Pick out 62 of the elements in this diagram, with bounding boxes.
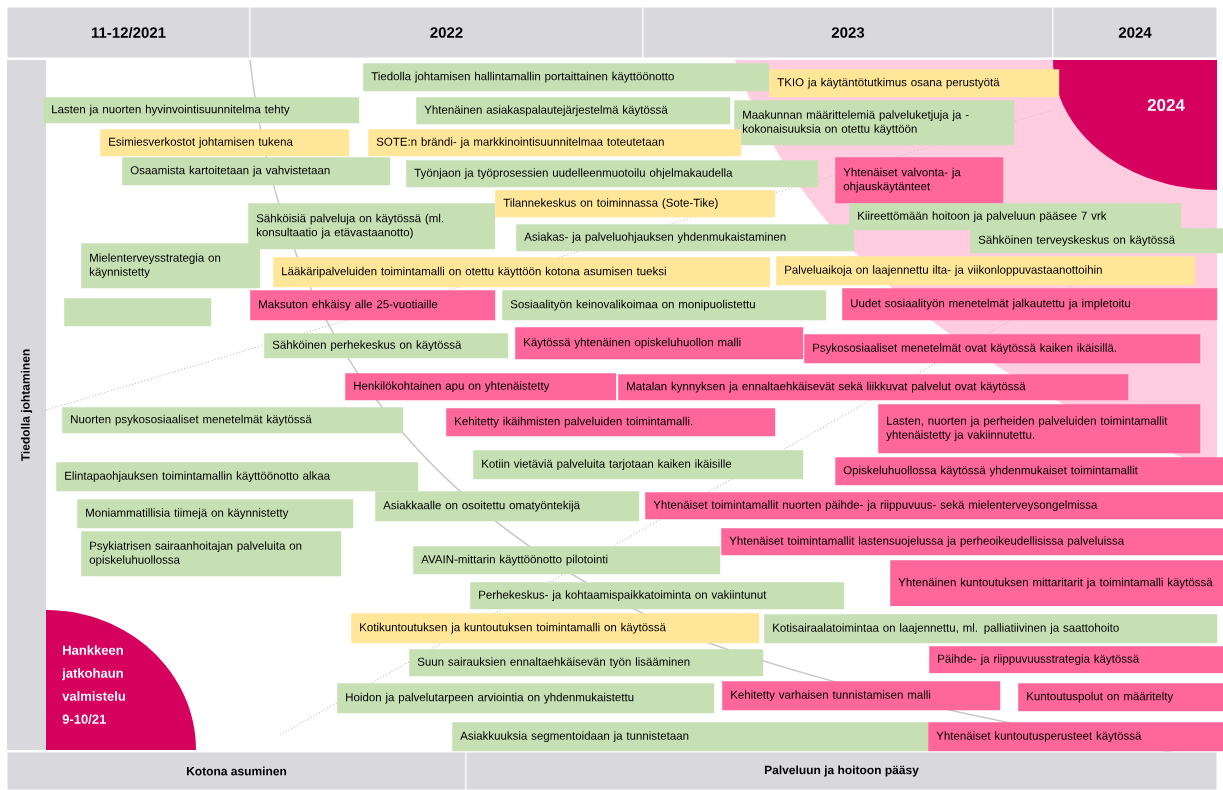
milestone-box: Suun sairauksien ennaltaehkäisevän työn lisääminen xyxy=(409,649,764,677)
milestone-box: Työnjaon ja työprosessien uudelleenmuotoilu ohjelmakaudella xyxy=(406,160,819,188)
milestone-box: Lasten ja nuorten hyvinvointisuunnitelma tehty xyxy=(43,97,360,124)
milestone-box: Matalan kynnyksen ja ennaltaehkäisevät sekä liikkuvat palvelut ovat käytössä xyxy=(618,374,1129,401)
row-header: Palveluun ja hoitoon pääsy xyxy=(465,751,1218,790)
node-label: Henkilökohtainen apu on yhtenäistetty xyxy=(354,381,550,393)
milestone-box: Lääkäripalveluiden toimintamalli on otettu käyttöön kotona asumisen tueksi xyxy=(273,257,771,288)
milestone-box: TKIO ja käytäntötutkimus osana perustyötä xyxy=(769,69,1060,98)
milestone-box: Perhekeskus- ja kohtaamispaikkatoiminta on vakiintunut xyxy=(470,582,845,610)
milestone-box: Päihde- ja riippuvuusstrategia käytössä xyxy=(929,646,1223,674)
milestone-box: Sosiaalityön keinovalikoimaa on monipuolistettu xyxy=(502,290,827,321)
milestone-box: Käytössä yhtenäinen opiskeluhuollon malli xyxy=(515,327,804,360)
milestone-box: Kehitetty varhaisen tunnistamisen malli xyxy=(722,681,1001,711)
milestone-box: Elintapaohjauksen toimintamallin käyttöönotto alkaa xyxy=(56,462,419,492)
node-label: Psykososiaaliset menetelmät ovat käytössä kaiken ikäisillä. xyxy=(813,343,1116,355)
milestone-box: Yhtenäiset toimintamallit lastensuojelussa ja perheoikeudellisissa palveluissa xyxy=(721,528,1223,556)
milestone-box: Yhtenäinen kuntoutuksen mittaritarit ja toimintamalli käytössä xyxy=(890,560,1223,607)
column-header: 2022 xyxy=(249,6,644,59)
milestone-box: Uudet sosiaalityön menetelmät jalkautettu ja impletoitu xyxy=(842,288,1218,321)
node-label: Kiireettömään hoitoon ja palveluun pääsee 7 vrk xyxy=(858,211,1107,223)
milestone-box: Kiireettömään hoitoon ja palveluun pääsee 7 vrk xyxy=(849,203,1182,231)
milestone-box: Nuorten psykososiaaliset menetelmät käytössä xyxy=(62,407,404,434)
milestone-box: Sähköisiä palveluja on käytössä (ml. konsultaatio ja etävastaanotto) xyxy=(248,203,496,250)
milestone-box: Psykiatrisen sairaanhoitajan palveluita on opiskeluhuollossa xyxy=(81,531,342,577)
milestone-box: Lasten, nuorten ja perheiden palveluiden toimintamallit yhtenäistetty ja vakiinnutettu. xyxy=(878,404,1201,454)
milestone-box: AVAIN-mittarin käyttöönotto pilotointi xyxy=(413,546,721,575)
milestone-box: Esimiesverkostot johtamisen tukena xyxy=(100,129,350,157)
milestone-box: Maksuton ehkäisy alle 25-vuotiaille xyxy=(250,290,496,321)
milestone-box: Moniammatillisia tiimejä on käynnistetty xyxy=(77,499,354,529)
milestone-box: Tiedolla johtamisen hallintamallin portaittainen käyttöönotto xyxy=(363,63,770,92)
milestone-box: Sähköinen perhekeskus on käytössä xyxy=(264,333,509,359)
column-header: 2024 xyxy=(1052,6,1218,59)
milestone-box: Psykososiaaliset menetelmät ovat käytössä kaiken ikäisillä. xyxy=(804,334,1201,364)
milestone-box: Maakunnan määrittelemiä palveluketjuja ja -kokonaisuuksia on otettu käyttöön xyxy=(734,100,1015,146)
node-label: Käytössä yhtenäinen opiskeluhuollon malli xyxy=(524,337,741,349)
node-label: Matalan kynnyksen ja ennaltaehkäisevät sekä liikkuvat palvelut ovat käytössä xyxy=(627,381,1026,393)
milestone-box: Yhtenäiset toimintamallit nuorten päihde- ja riippuvuus- sekä mielenterveysongelmissa xyxy=(645,492,1223,520)
node-label: Kotona asuminen xyxy=(186,766,287,776)
milestone-box: Yhtenäinen asiakaspalautejärjestelmä käytössä xyxy=(416,97,731,125)
milestone-box: Kotisairaalatoimintaa on laajennettu, ml. palliatiivinen ja saattohoito xyxy=(764,614,1218,644)
milestone-box: Asiakkuuksia segmentoidaan ja tunnistetaan xyxy=(452,722,929,752)
milestone-box: Yhtenäiset valvonta- ja ohjauskäytänteet xyxy=(835,157,1004,204)
milestone-box: Sähköinen terveyskeskus on käytössä xyxy=(970,228,1223,254)
milestone-box: Kotikuntoutuksen ja kuntoutuksen toimintamalli on käytössä xyxy=(351,613,760,644)
milestone-box: Opiskeluhuollossa käytössä yhdenmukaiset toimintamallit xyxy=(835,457,1223,486)
milestone-box: Mielenterveysstrategia on käynnistetty xyxy=(81,243,261,289)
node-label: Sähköinen terveyskeskus on käytössä xyxy=(978,235,1176,247)
milestone-box: Henkilökohtainen apu on yhtenäistetty xyxy=(345,373,617,401)
column-header: 11-12/2021 xyxy=(6,6,251,59)
milestone-box: Kuntoutuspolut on määritelty xyxy=(1018,683,1223,712)
milestone-box: Yhtenäiset kuntoutusperusteet käytössä xyxy=(928,722,1223,752)
milestone-box: Hoidon ja palvelutarpeen arviointia on yhdenmukaistettu xyxy=(337,683,715,714)
milestone-box: SOTE:n brändi- ja markkinointisuunnitelmaa toteutetaan xyxy=(368,129,742,157)
row-header: Kotona asuminen xyxy=(6,751,467,790)
milestone-box: Palveluaikoja on laajennettu ilta- ja viikonloppuvastaanottoihin xyxy=(776,256,1196,286)
milestone-box xyxy=(64,298,212,327)
milestone-box: Kotiin vietäviä palveluita tarjotaan kaiken ikäisille xyxy=(473,450,804,480)
milestone-box: Osaamista kartoitetaan ja vahvistetaan xyxy=(122,157,391,186)
milestone-box: Tilannekeskus on toiminnassa (Sote-Tike) xyxy=(495,190,776,218)
milestone-box: Asiakas- ja palveluohjauksen yhdenmukaistaminen xyxy=(516,224,855,252)
milestone-box: Asiakkaalle on osoitettu omatyöntekijä xyxy=(375,491,640,522)
milestone-box: Kehitetty ikäihmisten palveluiden toimintamalli. xyxy=(446,408,776,437)
